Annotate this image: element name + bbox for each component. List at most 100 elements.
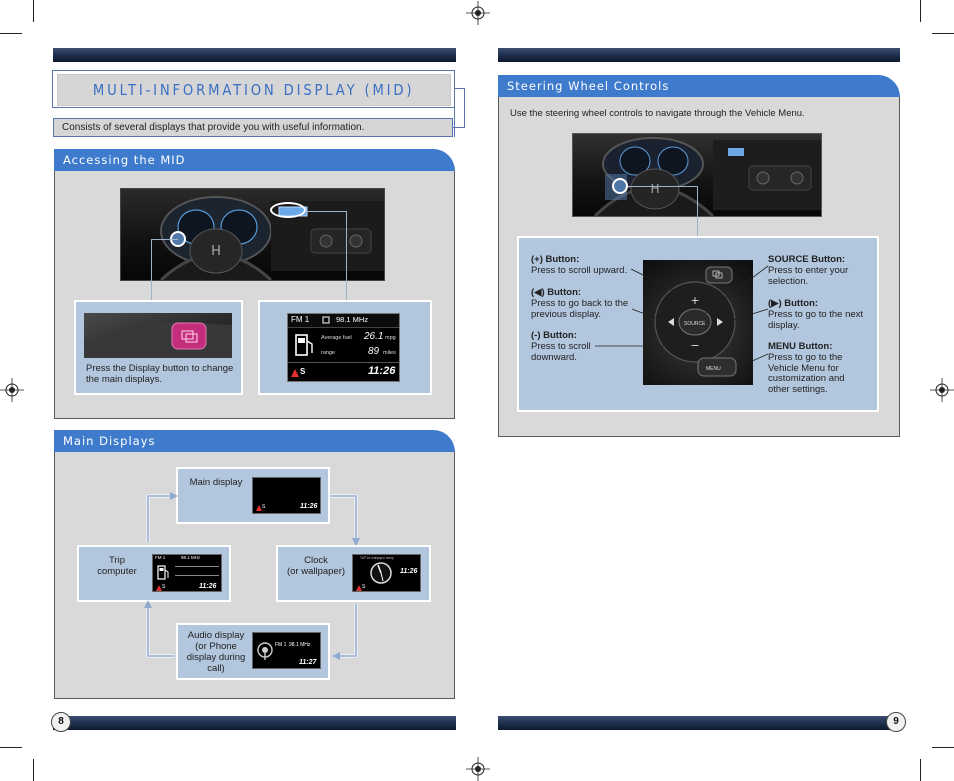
trip-thumbnail: FM 1 98.1 MHz S 11:26 xyxy=(152,554,222,592)
trip-band: FM 1 xyxy=(155,555,166,560)
source-button-name: SOURCE Button: xyxy=(768,254,846,265)
next-button-desc: (▶) Button: Press to go to the next disp… xyxy=(768,298,876,331)
minus-button-name: (-) Button: xyxy=(531,330,577,341)
control-highlight-icon xyxy=(612,178,628,194)
next-button-text: Press to go to the next xyxy=(768,308,864,320)
right-header-bar xyxy=(498,48,900,62)
mid-screen-detail: FM 1 98.1 MHz Average fuel 26.1 mpg rang… xyxy=(287,313,400,382)
crop-mark xyxy=(932,747,954,748)
main-display-label: Main display xyxy=(189,477,243,488)
minus-button-text: Press to scroll xyxy=(531,340,591,352)
display-button-photo xyxy=(84,313,232,358)
back-button-text: previous display. xyxy=(531,308,602,320)
steering-controls-heading: Steering Wheel Controls xyxy=(498,75,900,97)
page-number-left: 8 xyxy=(51,712,71,732)
trip-clock: 11:26 xyxy=(199,583,217,590)
registration-mark-icon xyxy=(0,378,24,402)
range-value: 89 xyxy=(368,346,380,357)
average-fuel-value: 26.1 xyxy=(364,331,384,342)
source-button-text: selection. xyxy=(768,275,809,287)
page-number-right: 9 xyxy=(886,712,906,732)
left-footer-bar xyxy=(53,716,456,730)
plus-icon: + xyxy=(690,294,699,307)
audio-label-3: display during xyxy=(186,652,246,663)
audio-band: FM 1 xyxy=(275,642,287,648)
minus-button-text: downward. xyxy=(531,351,577,363)
mid-band: FM 1 xyxy=(291,315,310,324)
mid-screen-highlight xyxy=(270,202,306,218)
fuel-pump-icon xyxy=(157,565,169,580)
menu-button-desc: MENU Button: Press to go to the Vehicle … xyxy=(768,341,876,396)
audio-label-1: Audio display xyxy=(187,630,245,641)
arrow-right-icon xyxy=(170,492,178,500)
range-label: range xyxy=(321,350,336,356)
audio-label-2: (or Phone xyxy=(195,641,237,652)
crop-mark xyxy=(0,747,22,748)
plus-button-name: (+) Button: xyxy=(531,254,580,265)
average-fuel-label: Average fuel xyxy=(321,335,352,341)
page-title: MULTI-INFORMATION DISPLAY (MID) xyxy=(93,81,415,99)
title-frame-line xyxy=(464,88,465,128)
menu-button-text: Vehicle Menu for xyxy=(768,362,839,374)
mid-frequency: 98.1 MHz xyxy=(336,315,369,324)
trip-label-2: computer xyxy=(97,566,137,577)
main-display-thumbnail: S 11:26 xyxy=(252,477,321,514)
left-arrow-icon xyxy=(668,318,674,326)
menu-button-text: Press to go to the xyxy=(768,351,843,363)
radio-icon xyxy=(257,642,273,660)
registration-mark-icon xyxy=(466,1,490,25)
svg-text:H: H xyxy=(211,244,221,259)
callout-line xyxy=(697,186,698,237)
steering-intro: Use the steering wheel controls to navig… xyxy=(510,108,805,119)
right-footer-bar xyxy=(498,716,900,730)
arrow-up-icon xyxy=(144,600,152,608)
crop-mark xyxy=(920,0,921,22)
page-title-box: MULTI-INFORMATION DISPLAY (MID) xyxy=(57,74,451,106)
source-button-label: SOURCE xyxy=(684,321,706,327)
crop-mark xyxy=(33,0,34,22)
crop-mark xyxy=(932,33,954,34)
next-button-text: display. xyxy=(768,319,800,331)
warning-icon xyxy=(291,369,299,377)
plus-button-text: Press to scroll upward. xyxy=(531,264,628,276)
clock-thumb-time: 11:26 xyxy=(400,568,418,575)
title-frame-line xyxy=(453,127,465,128)
title-frame-line xyxy=(455,88,465,89)
back-button-text: Press to go back to the xyxy=(531,297,629,309)
minus-button-desc: (-) Button: Press to scroll downward. xyxy=(531,330,651,363)
main-display-clock: 11:26 xyxy=(300,503,318,510)
audio-frequency: 98.1 MHz xyxy=(289,642,311,648)
back-button-desc: (◀) Button: Press to go back to the prev… xyxy=(531,287,651,320)
callout-line xyxy=(628,186,698,187)
mid-clock: 11:26 xyxy=(368,365,396,377)
gear-indicator: S xyxy=(300,367,306,376)
clock-thumbnail: TAP for wallpaper setup S 11:26 xyxy=(352,554,421,592)
trip-gear: S xyxy=(162,584,166,590)
steering-wheel-photo: H xyxy=(572,133,822,217)
crop-mark xyxy=(920,759,921,781)
callout-line xyxy=(151,239,152,301)
clock-label-1: Clock xyxy=(304,555,328,566)
cycle-arrows xyxy=(144,492,360,660)
crop-mark xyxy=(0,33,22,34)
warning-icon xyxy=(156,585,162,591)
crop-mark xyxy=(33,759,34,781)
arrow-left-icon xyxy=(332,652,340,660)
right-arrow-icon xyxy=(717,318,723,326)
clock-label-2: (or wallpaper) xyxy=(286,566,346,577)
left-header-bar xyxy=(53,48,456,62)
button-pointer-lines xyxy=(595,265,769,368)
control-pad-photo: + − xyxy=(643,260,753,385)
source-button-desc: SOURCE Button: Press to enter your selec… xyxy=(768,254,876,287)
display-button-caption: Press the Display button to change the m… xyxy=(86,363,234,385)
callout-line xyxy=(346,211,347,301)
menu-button-text: customization and xyxy=(768,373,845,385)
station-icon xyxy=(322,316,330,324)
registration-mark-icon xyxy=(466,757,490,781)
audio-label-4: call) xyxy=(207,663,225,674)
average-fuel-unit: mpg xyxy=(385,335,396,341)
title-frame xyxy=(52,70,455,108)
clock-dial-icon xyxy=(370,562,392,584)
title-frame-line xyxy=(454,70,455,137)
registration-mark-icon xyxy=(930,378,954,402)
